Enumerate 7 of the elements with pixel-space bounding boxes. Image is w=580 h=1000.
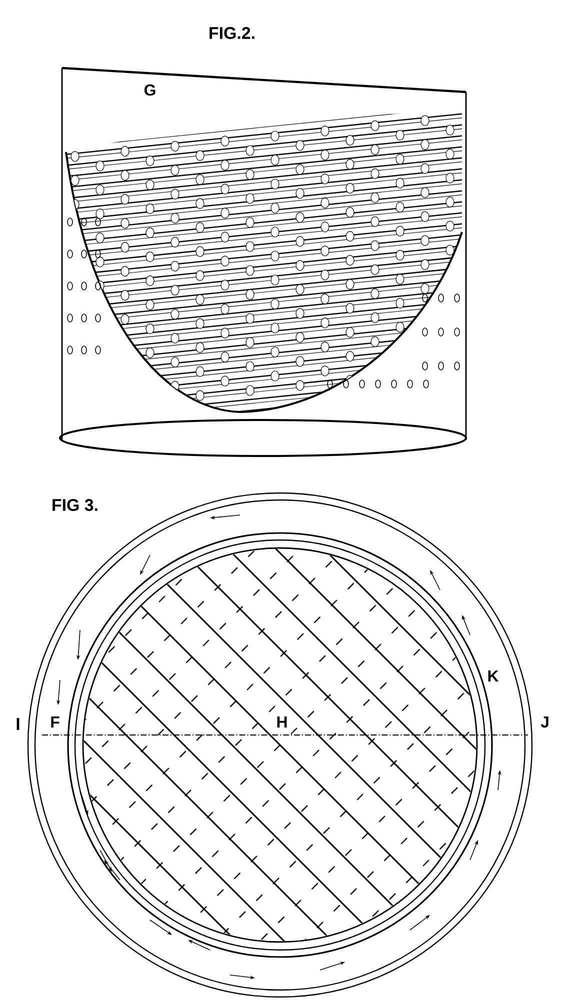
part-letter: K xyxy=(486,670,500,682)
part-letter: F xyxy=(49,716,61,728)
part-letter: G xyxy=(142,83,158,97)
part-letter: H xyxy=(275,716,289,728)
fig-title: FIG 3. xyxy=(50,498,100,512)
part-letter: J xyxy=(540,715,550,729)
fig-title: FIG.2. xyxy=(207,26,257,40)
